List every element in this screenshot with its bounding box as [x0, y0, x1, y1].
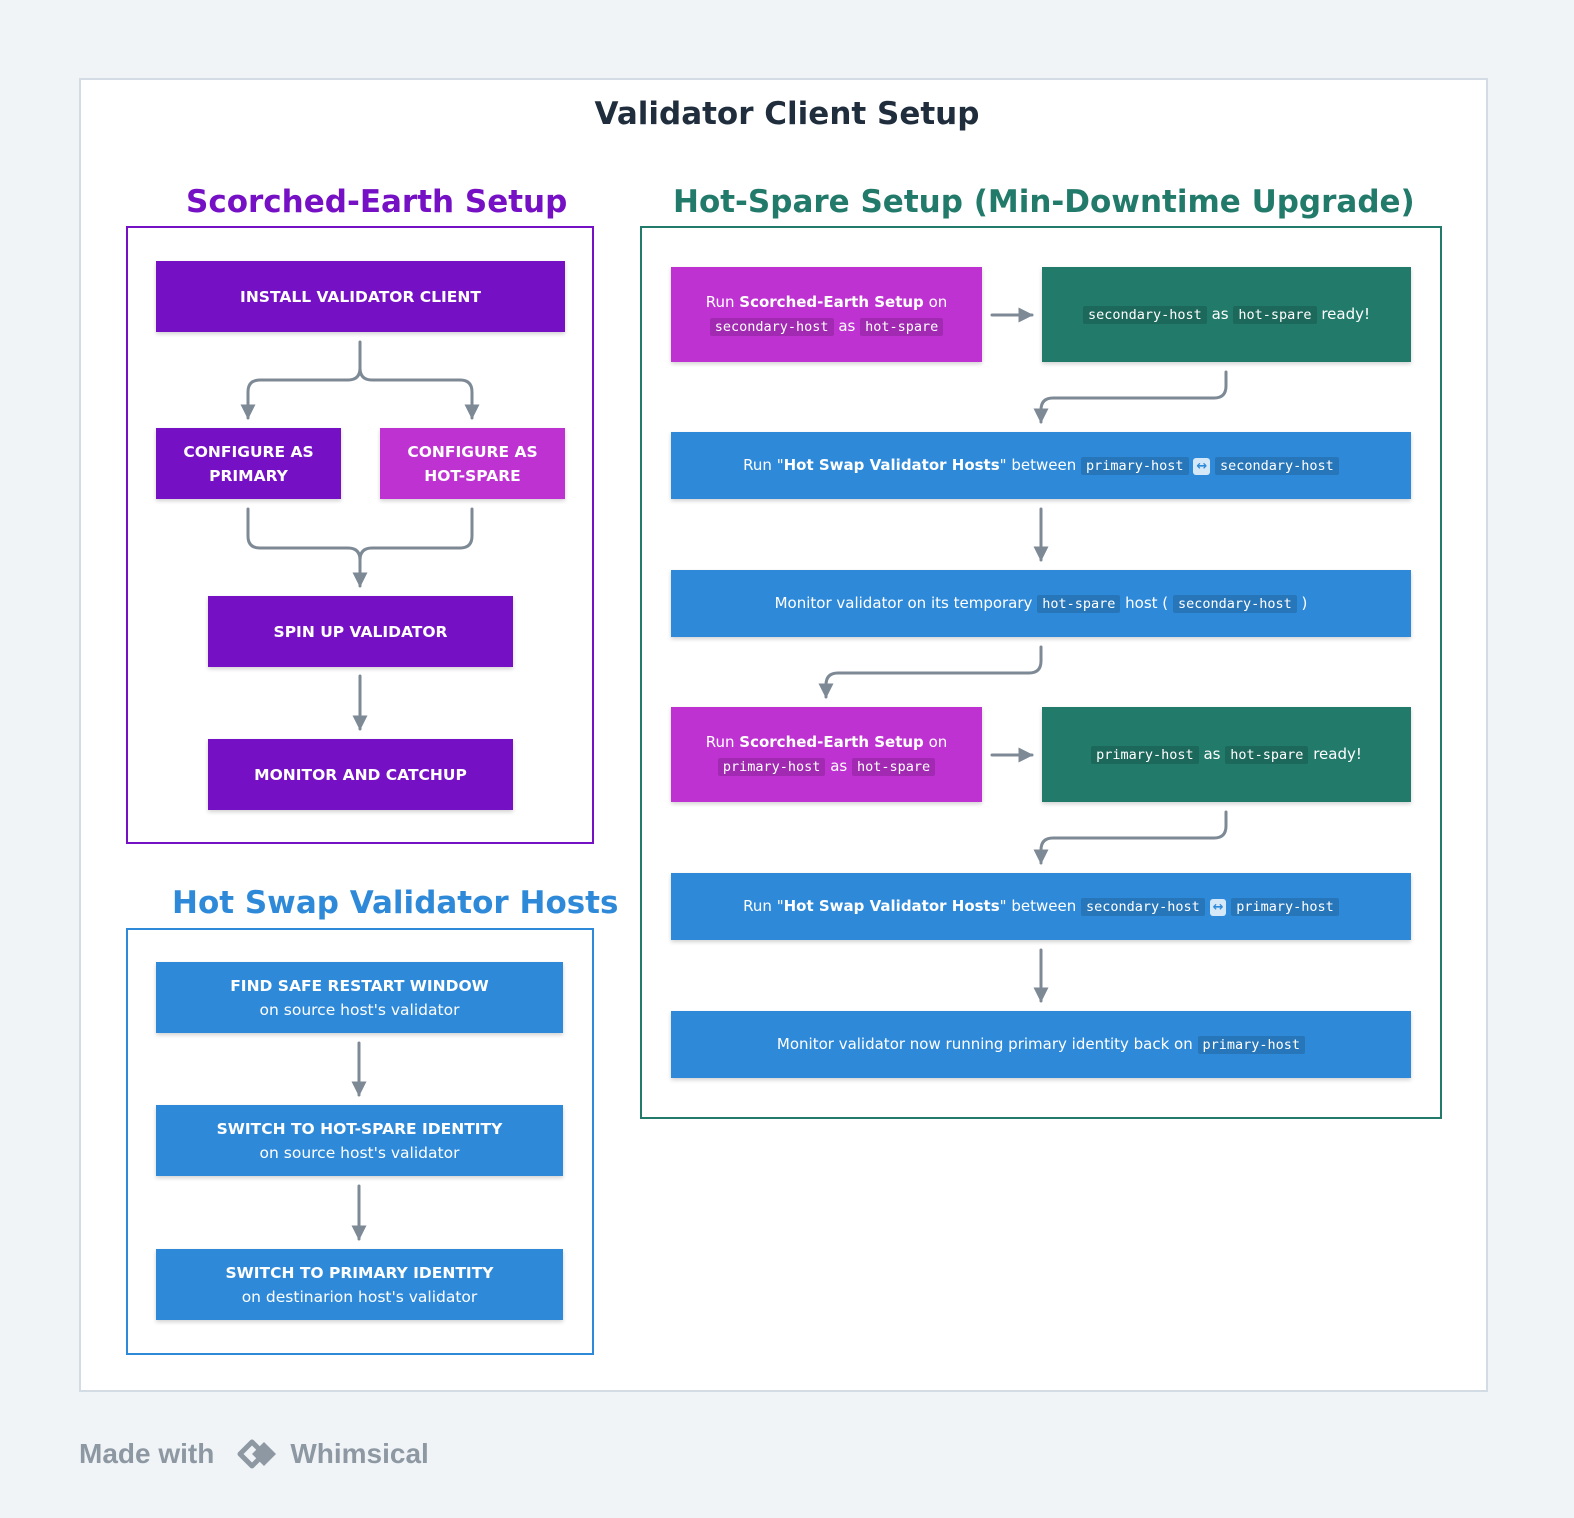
primary-host-code: primary-host [1231, 898, 1339, 916]
as-text: as [838, 317, 856, 335]
hot-swap-line-2: Run "Hot Swap Validator Hosts" between s… [743, 894, 1339, 919]
quote-open: " [776, 897, 784, 915]
connector-primary-to-merge [246, 507, 368, 588]
made-with-whimsical[interactable]: Made with Whimsical [79, 1434, 429, 1474]
as-text: as [1211, 305, 1229, 323]
hot-spare-setup-frame [640, 226, 1442, 1119]
switch-to-primary-identity-node[interactable]: SWITCH TO PRIMARY IDENTITY on destinario… [156, 1249, 563, 1320]
scorched-earth-setup-ref: Scorched-Earth Setup [739, 293, 924, 311]
swap-arrows-icon: ↔ [1193, 458, 1211, 475]
whimsical-brand-text: Whimsical [290, 1438, 429, 1469]
hot-swap-ref: Hot Swap Validator Hosts [783, 897, 1000, 915]
on-text: on [928, 293, 948, 311]
host-text: host ( [1125, 594, 1169, 612]
on-text: on [928, 733, 948, 751]
hot-swap-primary-to-secondary-node[interactable]: Run "Hot Swap Validator Hosts" between p… [671, 432, 1411, 499]
monitor-temp-line: Monitor validator on its temporary hot-s… [774, 591, 1308, 616]
switch-to-primary-identity-sub: on destinarion host's validator [241, 1287, 478, 1306]
run-text: Run [705, 733, 735, 751]
secondary-host-ready-node[interactable]: secondary-host as hot-spare ready! [1042, 267, 1411, 362]
run-text: Run [705, 293, 735, 311]
hot-swap-frame [126, 928, 594, 1355]
connector-install-to-split [240, 340, 362, 420]
switch-to-hot-spare-identity-sub: on source host's validator [259, 1143, 460, 1162]
between-text: between [1011, 456, 1077, 474]
hot-spare-code: hot-spare [1225, 746, 1309, 764]
as-text: as [830, 757, 848, 775]
run-scorched-primary-line-1: Run Scorched-Earth Setup on [706, 730, 948, 754]
hot-swap-line-1: Run "Hot Swap Validator Hosts" between p… [743, 453, 1339, 478]
diagram-title: Validator Client Setup [594, 96, 980, 132]
run-scorched-line-1: Run Scorched-Earth Setup on [706, 290, 948, 314]
secondary-ready-line: secondary-host as hot-spare ready! [1083, 302, 1370, 327]
monitor-temp-text: Monitor validator on its temporary [774, 594, 1033, 612]
swap-arrows-icon: ↔ [1209, 899, 1227, 916]
hot-swap-secondary-to-primary-node[interactable]: Run "Hot Swap Validator Hosts" between s… [671, 873, 1411, 940]
switch-to-hot-spare-identity-label: SWITCH TO HOT-SPARE IDENTITY [216, 1119, 503, 1138]
ready-text: ready! [1321, 305, 1370, 323]
primary-host-code: primary-host [717, 758, 826, 776]
configure-as-hot-spare-label: CONFIGURE AS HOT-SPARE [407, 442, 538, 485]
secondary-host-code: secondary-host [709, 318, 834, 336]
primary-host-ready-node[interactable]: primary-host as hot-spare ready! [1042, 707, 1411, 802]
monitor-final-text: Monitor validator now running primary id… [776, 1035, 1193, 1053]
hot-spare-code: hot-spare [860, 318, 944, 336]
hot-spare-setup-title: Hot-Spare Setup (Min-Downtime Upgrade) [673, 184, 1415, 220]
quote-close: " [999, 456, 1007, 474]
primary-host-code: primary-host [1091, 746, 1199, 764]
monitor-and-catchup-label: MONITOR AND CATCHUP [254, 765, 467, 784]
monitor-primary-host-node[interactable]: Monitor validator now running primary id… [671, 1011, 1411, 1078]
primary-ready-line: primary-host as hot-spare ready! [1091, 742, 1362, 767]
close-paren: ) [1301, 594, 1308, 612]
install-validator-client-label: INSTALL VALIDATOR CLIENT [240, 287, 481, 306]
find-safe-restart-window-node[interactable]: FIND SAFE RESTART WINDOW on source host'… [156, 962, 563, 1033]
find-safe-restart-window-label: FIND SAFE RESTART WINDOW [230, 976, 489, 995]
spin-up-validator-label: SPIN UP VALIDATOR [273, 622, 448, 641]
configure-as-primary-label: CONFIGURE AS PRIMARY [183, 442, 314, 485]
scorched-earth-setup-ref: Scorched-Earth Setup [739, 733, 924, 751]
run-text: Run [743, 897, 772, 915]
switch-to-hot-spare-identity-node[interactable]: SWITCH TO HOT-SPARE IDENTITY on source h… [156, 1105, 563, 1176]
primary-host-code: primary-host [1081, 457, 1189, 475]
monitor-temporary-host-node[interactable]: Monitor validator on its temporary hot-s… [671, 570, 1411, 637]
hot-spare-code: hot-spare [851, 758, 936, 776]
monitor-final-line: Monitor validator now running primary id… [776, 1032, 1306, 1057]
as-text: as [1203, 745, 1221, 763]
scorched-earth-title: Scorched-Earth Setup [186, 184, 568, 220]
configure-as-primary-node[interactable]: CONFIGURE AS PRIMARY [156, 428, 341, 499]
monitor-and-catchup-node[interactable]: MONITOR AND CATCHUP [208, 739, 513, 810]
between-text: between [1011, 897, 1077, 915]
switch-to-primary-identity-label: SWITCH TO PRIMARY IDENTITY [225, 1263, 494, 1282]
hot-swap-ref: Hot Swap Validator Hosts [783, 456, 1000, 474]
run-scorched-line-2: secondary-host as hot-spare [709, 314, 944, 339]
hot-spare-code: hot-spare [1233, 306, 1317, 324]
quote-open: " [776, 456, 784, 474]
secondary-host-code: secondary-host [1172, 595, 1297, 613]
secondary-host-code: secondary-host [1083, 306, 1207, 324]
primary-host-code: primary-host [1197, 1036, 1306, 1054]
scorched-earth-frame [126, 226, 594, 844]
connector-primary-ready-to-swap [1033, 810, 1228, 865]
whimsical-logo-icon [237, 1439, 277, 1469]
run-scorched-on-primary-node[interactable]: Run Scorched-Earth Setup on primary-host… [671, 707, 982, 802]
connector-split-to-hotspare [358, 366, 480, 420]
install-validator-client-node[interactable]: INSTALL VALIDATOR CLIENT [156, 261, 565, 332]
secondary-host-code: secondary-host [1081, 898, 1205, 916]
run-scorched-on-secondary-node[interactable]: Run Scorched-Earth Setup on secondary-ho… [671, 267, 982, 362]
quote-close: " [999, 897, 1007, 915]
ready-text: ready! [1313, 745, 1362, 763]
find-safe-restart-window-sub: on source host's validator [259, 1000, 460, 1019]
secondary-host-code: secondary-host [1215, 457, 1339, 475]
connector-hotspare-to-merge [358, 507, 474, 562]
made-with-text: Made with [79, 1438, 215, 1469]
run-scorched-primary-line-2: primary-host as hot-spare [717, 754, 936, 779]
spin-up-validator-node[interactable]: SPIN UP VALIDATOR [208, 596, 513, 667]
run-text: Run [743, 456, 772, 474]
connector-monitor-temp-to-run-primary [818, 645, 1043, 699]
connector-secondary-ready-to-swap [1033, 370, 1228, 424]
configure-as-hot-spare-node[interactable]: CONFIGURE AS HOT-SPARE [380, 428, 565, 499]
hot-swap-title: Hot Swap Validator Hosts [172, 885, 619, 921]
hot-spare-code: hot-spare [1037, 595, 1121, 613]
